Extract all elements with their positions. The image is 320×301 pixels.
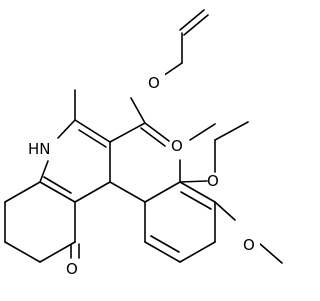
atom-label-n-amine: HN [28, 140, 51, 158]
bond-allyl-terminal-double-a [179, 9, 205, 31]
bond-aryl-c2-c3-double-a [179, 181, 216, 203]
bond-aryl-c1-c2 [144, 181, 181, 203]
allyl-group [159, 9, 209, 79]
bond-ester-c3 [109, 122, 146, 143]
bond-methoxy-2-methyl [189, 123, 216, 141]
bond-aryl-methoxy-3-o [214, 201, 236, 221]
methoxy-groups [179, 123, 283, 264]
bond-carbonyl-double-b [140, 127, 166, 147]
bond-c4a-c8a-double-a [39, 181, 76, 203]
bond-c4-aryl [109, 181, 146, 203]
bond-aryl-c2-to-methoxy-2-o [179, 180, 208, 183]
cyclohexenone-ring [4, 181, 80, 263]
bond-c2-n1 [57, 119, 76, 139]
bond-c6-c5 [39, 241, 76, 263]
dihydropyridine-ring [39, 89, 111, 203]
bond-c2-c3-double-b [78, 129, 107, 148]
bond-c7-c6 [4, 241, 41, 263]
atom-label-o-ketone: O [66, 260, 78, 278]
bond-c2-c3-double-a [74, 119, 111, 143]
atom-label-o-methoxy-3: O [243, 236, 255, 254]
bond-carbonyl-double-a [144, 122, 170, 142]
bond-n1-c8a [39, 160, 49, 183]
chemical-structure-diagram: O O HN O O O [4, 9, 283, 278]
atom-label-o-methoxy-2: O [207, 172, 219, 190]
bond-methoxy-2-methyl-tail [214, 121, 249, 141]
bond-c4-c4a [74, 181, 111, 203]
bond-aryl-c5-c6-double-b [150, 235, 180, 253]
atom-labels: O O HN O O O [27, 73, 260, 278]
atom-label-o-ester-alkoxy: O [148, 74, 160, 92]
bond-allyl-terminal-double-b [183, 14, 209, 36]
bond-aryl-c5-c6-double-a [144, 241, 181, 263]
bond-aryl-c2-c3-double-b [180, 191, 212, 210]
bond-c8a-c8 [4, 181, 41, 203]
bond-aryl-c4-c5 [179, 241, 216, 263]
bond-methoxy-3-methyl [258, 242, 283, 264]
bond-c4a-c8a-double-b [43, 176, 72, 194]
dimethoxyphenyl-ring [109, 181, 216, 263]
bond-o-ester-carbon [130, 97, 146, 124]
atom-label-o-carbonyl-ester: O [171, 137, 183, 155]
ester-group [109, 97, 170, 147]
